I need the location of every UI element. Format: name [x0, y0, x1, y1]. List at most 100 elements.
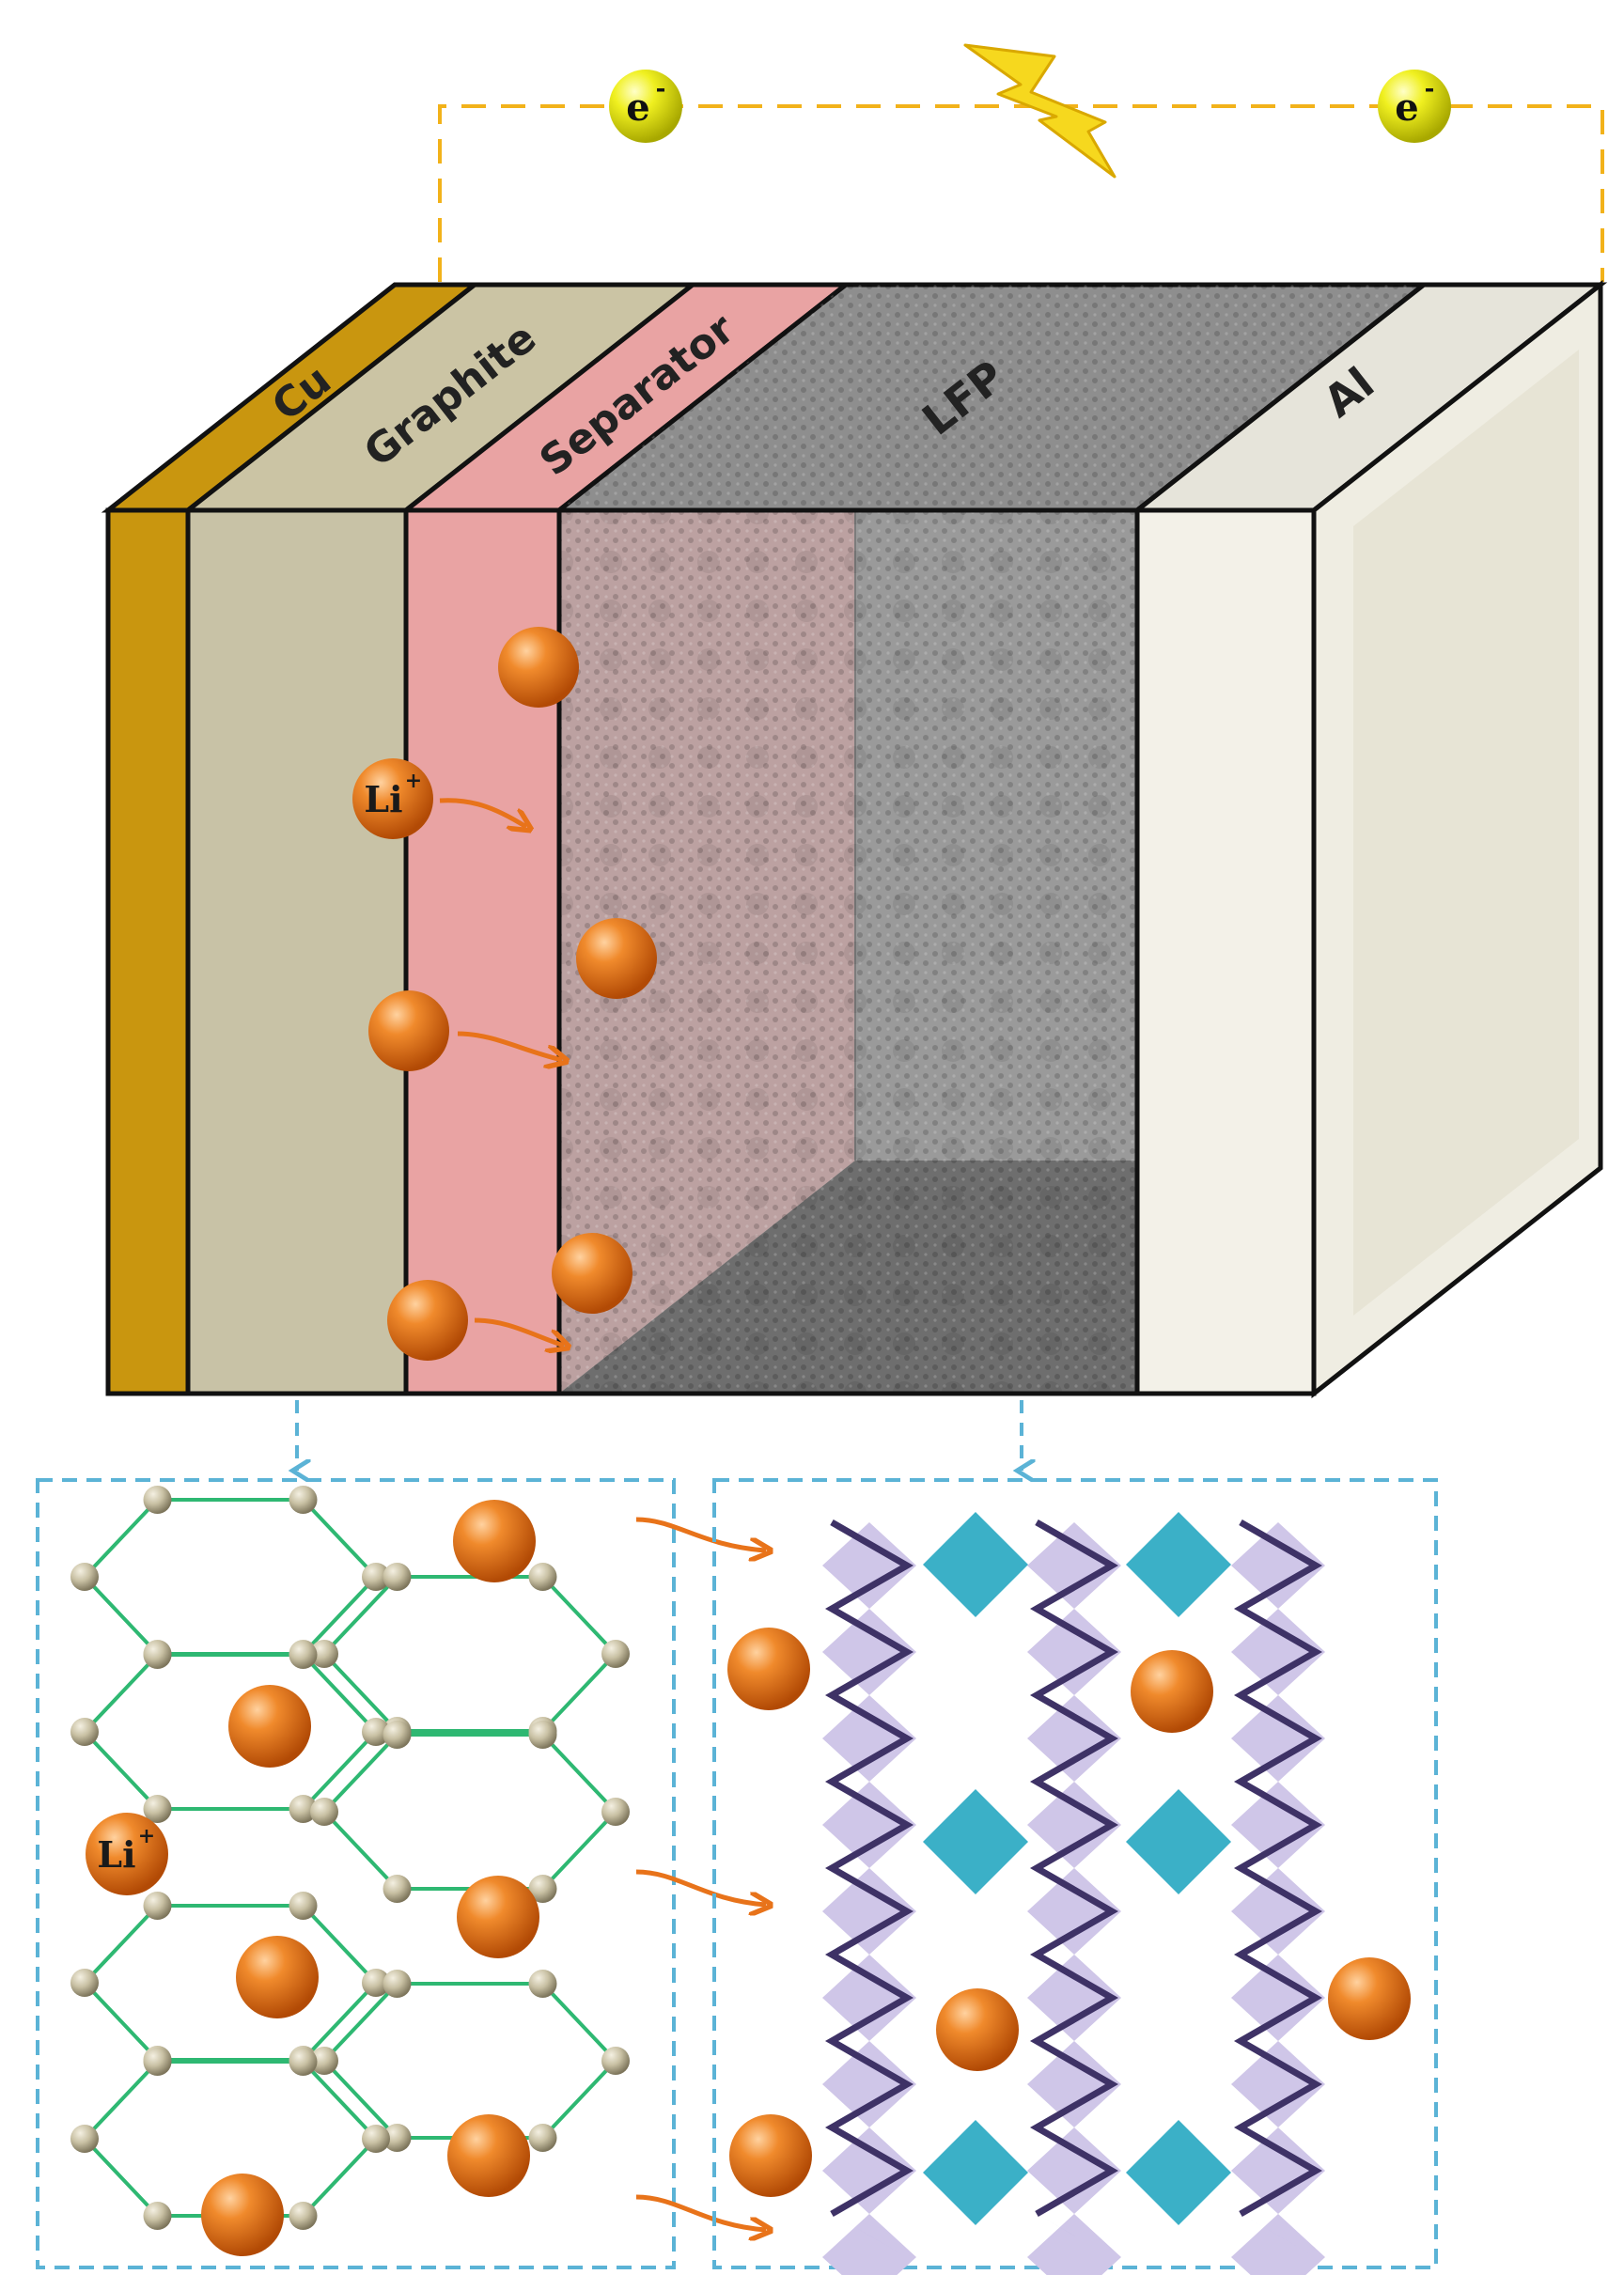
battery-ion-arrows — [439, 798, 564, 1346]
octahedron-face — [1241, 2214, 1316, 2257]
carbon-atom — [362, 1563, 390, 1591]
carbon-atom — [289, 1795, 318, 1823]
graphite-structure-panel: Li + — [36, 1478, 676, 2269]
transfer-arrow — [635, 1517, 766, 1550]
graphite-zoom-box — [36, 1478, 676, 2269]
cu-front-face — [105, 507, 191, 1396]
lfp-phosphate-tetrahedra — [923, 1512, 1231, 2225]
octahedron-face — [1231, 1695, 1325, 1782]
li-ion — [498, 627, 579, 708]
ion-arrow — [457, 1031, 562, 1060]
octahedron-face — [822, 2041, 916, 2127]
external-circuit: e - e - — [438, 43, 1604, 282]
al-front-face — [1134, 507, 1317, 1396]
li-ion — [447, 2114, 530, 2197]
lfp-structure-panel — [712, 1478, 1438, 2275]
ion-arrow — [474, 1317, 564, 1346]
carbon-atom — [601, 1798, 630, 1826]
phosphate-tetrahedron — [923, 1512, 1028, 1617]
electron-charge: - — [656, 75, 666, 103]
li-ion — [453, 1500, 536, 1582]
octahedron-face — [1027, 2127, 1121, 2214]
li-ion — [86, 1813, 168, 1895]
li-ion — [1328, 1957, 1411, 2040]
li-ion-charge: + — [405, 769, 422, 793]
octahedron-face — [822, 1695, 916, 1782]
carbon-atom — [362, 1969, 390, 1997]
li-ion-symbol: Li — [364, 778, 402, 820]
li-ion — [727, 1628, 810, 1710]
graphite-front-face — [185, 507, 409, 1396]
transfer-arrows — [635, 1517, 766, 2230]
li-ion — [729, 2114, 812, 2197]
phosphate-tetrahedron — [1126, 2120, 1231, 2225]
carbon-atom — [289, 1641, 318, 1669]
octahedron-face — [822, 2127, 916, 2214]
lightning-bolt-icon — [963, 43, 1116, 179]
carbon-atom — [528, 1721, 557, 1749]
octahedron-face — [1231, 1868, 1325, 1955]
octahedron-face — [822, 1868, 916, 1955]
carbon-atom — [528, 1875, 557, 1903]
electron-charge: - — [1425, 75, 1435, 103]
carbon-atom — [310, 1640, 338, 1668]
octahedron-face — [1027, 1522, 1121, 1609]
octahedron-face — [1037, 2214, 1112, 2257]
carbon-atom — [289, 2202, 318, 2230]
octahedron-face — [1027, 1609, 1121, 1695]
carbon-atom — [601, 1640, 630, 1668]
li-ion — [936, 1988, 1019, 2071]
li-ion — [201, 2174, 284, 2256]
electron-symbol: e — [626, 86, 649, 130]
carbon-atom — [143, 1795, 172, 1823]
carbon-ring — [82, 1904, 379, 2062]
li-ion — [552, 1233, 632, 1314]
lfp-intercalated-ions — [727, 1628, 1411, 2197]
octahedron-face — [1027, 1868, 1121, 1955]
carbon-atom — [70, 1969, 99, 1997]
carbon-atom — [289, 1892, 318, 1920]
carbon-atom — [383, 1970, 412, 1998]
phosphate-tetrahedron — [923, 2120, 1028, 2225]
carbon-atom — [70, 2125, 99, 2153]
li-ion-charge: + — [138, 1824, 155, 1848]
octahedron-face — [1027, 1695, 1121, 1782]
transfer-arrow — [635, 2194, 766, 2230]
carbon-atom — [362, 2125, 390, 2153]
carbon-atom — [383, 1563, 412, 1591]
ion-arrow — [439, 798, 526, 827]
carbon-atom — [528, 1970, 557, 1998]
carbon-ring — [321, 1733, 618, 1891]
carbon-atom — [383, 2124, 412, 2152]
carbon-atom — [362, 1718, 390, 1746]
octahedra-chain-edge — [1029, 1519, 1119, 2218]
carbon-ring — [321, 1982, 618, 2140]
battery-ions: Li + — [352, 627, 657, 1361]
electron-right: e - — [1378, 70, 1451, 143]
octahedra-chain-edge — [1233, 1519, 1323, 2218]
octahedron-face — [1231, 2127, 1325, 2214]
octahedron-face — [1231, 1522, 1325, 1609]
al-side-inner — [1353, 350, 1579, 1316]
li-ion — [1131, 1650, 1213, 1733]
octahedron-face — [1231, 2214, 1325, 2275]
circuit-wire — [438, 104, 1604, 282]
phosphate-tetrahedron — [1126, 1512, 1231, 1617]
carbon-atom — [143, 2048, 172, 2076]
octahedron-face — [832, 2214, 907, 2257]
carbon-atom — [601, 2047, 630, 2075]
graphite-intercalated-ions: Li + — [86, 1500, 539, 2256]
carbon-atom — [143, 1892, 172, 1920]
zoom-connectors — [297, 1400, 1022, 1471]
carbon-atom — [143, 1486, 172, 1514]
electron-symbol: e — [1395, 86, 1418, 130]
carbon-atom — [70, 1563, 99, 1591]
octahedron-face — [1231, 1609, 1325, 1695]
electron-left: e - — [609, 70, 682, 143]
li-ion — [457, 1876, 539, 1958]
octahedron-face — [1027, 1955, 1121, 2041]
octahedron-face — [1231, 1955, 1325, 2041]
carbon-atom — [310, 2047, 338, 2075]
carbon-atom — [70, 1718, 99, 1746]
li-ion — [387, 1280, 468, 1361]
